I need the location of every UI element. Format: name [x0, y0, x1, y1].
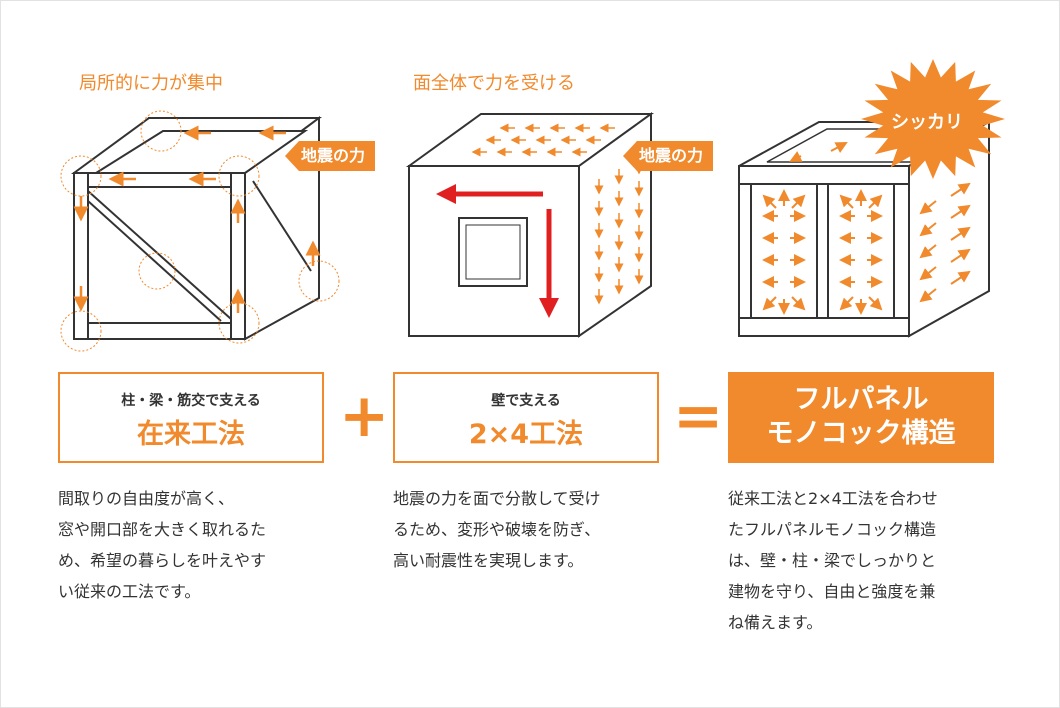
method-box-monocoque: フルパネル モノコック構造: [728, 372, 994, 463]
burst-shape: [861, 59, 1005, 179]
arrow: [919, 288, 937, 303]
earthquake-force-badge: 地震の力: [285, 141, 376, 171]
method-box-conventional: 柱・梁・筋交で支える 在来工法: [58, 372, 324, 463]
caption-localized-force: 局所的に力が集中: [79, 73, 223, 94]
description-2x4: 地震の力を面で分散して受け るため、変形や破壊を防ぎ、 高い耐震性を実現します。: [393, 489, 601, 570]
description-conventional: 間取りの自由度が高く、 窓や開口部を大きく取れるた め、希望の暮らしを叶えやす …: [58, 489, 267, 601]
arrow: [830, 142, 848, 153]
arrow: [919, 244, 937, 259]
arrow: [791, 194, 806, 209]
arrow: [950, 270, 971, 285]
box-title: 2×4工法: [468, 419, 584, 450]
wall-cube-illustration: [405, 112, 655, 338]
arrow: [950, 248, 971, 263]
arrow: [919, 222, 937, 237]
arrow: [919, 266, 937, 281]
equals-sign: =: [673, 381, 724, 451]
box-subtitle: 壁で支える: [491, 393, 561, 409]
arrow: [950, 182, 971, 197]
earthquake-force-badge: 地震の力: [623, 141, 714, 171]
arrow: [839, 296, 854, 311]
plus-sign: +: [339, 381, 390, 451]
arrow: [791, 296, 806, 311]
force-arrows: [73, 125, 321, 313]
caption-surface-force: 面全体で力を受ける: [413, 73, 575, 94]
method-box-2x4: 壁で支える 2×4工法: [393, 372, 659, 463]
burst-label: シッカリ: [891, 112, 963, 133]
frame-cube-illustration: [70, 116, 323, 341]
box-title: フルパネル モノコック構造: [766, 384, 956, 449]
panel-force-arrows: [762, 142, 971, 315]
stress-circles: [60, 110, 340, 352]
box-subtitle: 柱・梁・筋交で支える: [121, 393, 261, 409]
arrow: [789, 151, 803, 162]
arrow: [839, 194, 854, 209]
arrow: [950, 226, 971, 241]
arrow: [868, 296, 883, 311]
arrow: [762, 296, 777, 311]
box-title: 在来工法: [137, 419, 245, 450]
arrow: [762, 194, 777, 209]
arrow: [950, 204, 971, 219]
arrow: [868, 194, 883, 209]
description-monocoque: 従来工法と2×4工法を合わせ たフルパネルモノコック構造 は、壁・柱・梁でしっか…: [728, 489, 938, 632]
arrow: [919, 200, 937, 215]
red-force-arrows: [436, 184, 559, 318]
